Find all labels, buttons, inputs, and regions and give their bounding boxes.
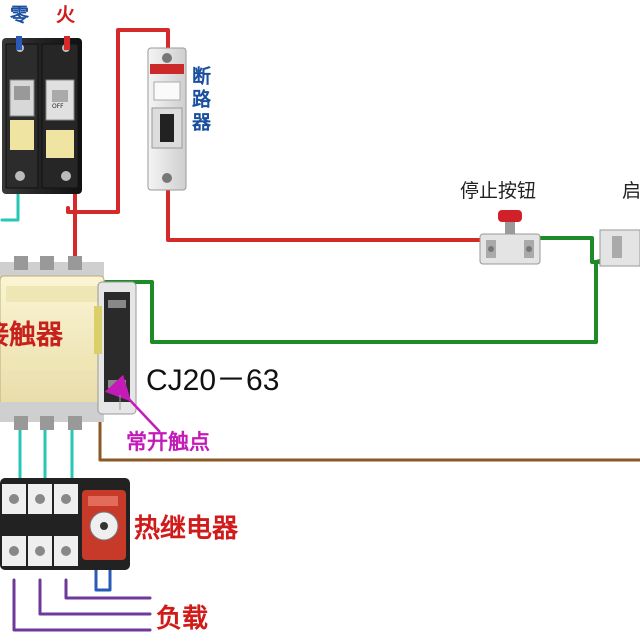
load-label: 负载 [156, 604, 209, 634]
main-breaker: OFF [2, 36, 82, 194]
breaker-label: 断路器 [189, 66, 211, 135]
aux-contact-wire [98, 418, 640, 462]
start-button-label: 启 [622, 180, 640, 202]
wires [0, 28, 640, 632]
neutral-wire [0, 188, 20, 222]
neutral-label: 零 [10, 4, 30, 26]
contactor-model-label: CJ20－63 [146, 364, 280, 397]
relay-to-load-wire-3 [64, 578, 152, 600]
thermal-relay [0, 478, 130, 570]
live-label: 火 [56, 4, 76, 26]
no-contact-arrow [104, 374, 161, 433]
contactor-body-label: 接触器 [0, 320, 63, 351]
live-to-breaker-wire [66, 28, 170, 214]
start-to-coil-wire [104, 260, 598, 344]
small-breaker [147, 47, 187, 191]
svg-text:OFF: OFF [52, 103, 64, 110]
breaker-to-stop-wire [166, 188, 490, 242]
relay-to-load-wire-1 [12, 578, 152, 632]
start-button [599, 229, 640, 267]
no-contact-label: 常开触点 [126, 430, 210, 454]
stop-button-label: 停止按钮 [460, 180, 537, 202]
stop-button [479, 210, 541, 265]
relay-aux-wire [94, 558, 112, 592]
relay-to-load-wire-2 [38, 578, 152, 616]
thermal-relay-label: 热继电器 [134, 514, 239, 544]
